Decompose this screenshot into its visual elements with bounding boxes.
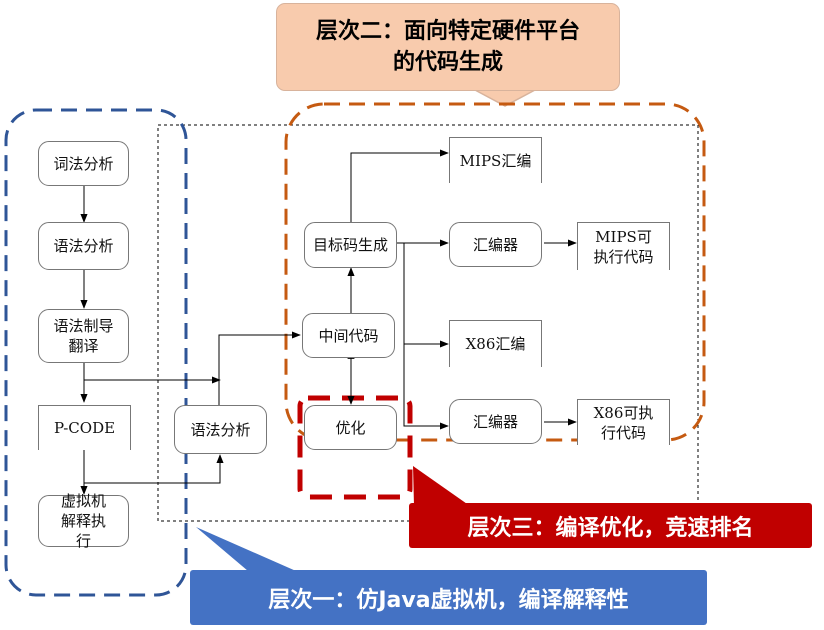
level2-callout-line1: 层次二：面向特定硬件平台 [315,19,580,44]
syntax-analysis-box: 语法分析 [38,222,129,270]
x86-assembly-box: X86汇编 [449,320,542,367]
mips-executable-box: MIPS可执行代码 [577,222,670,270]
callout-right-pointer [413,466,470,506]
intermediate-code-box: 中间代码 [302,313,395,358]
level2-callout-line2: 的代码生成 [392,50,503,75]
level2-callout: 层次二：面向特定硬件平台 的代码生成 [276,3,620,91]
level3-callout-text: 层次三：编译优化，竞速排名 [467,515,754,541]
callout-bottom-pointer [196,527,296,571]
assembler-1-box: 汇编器 [449,222,542,267]
level2-frame [284,102,706,442]
level1-callout-text: 层次一：仿Java虚拟机，编译解释性 [268,587,629,613]
pcode-box: P-CODE [38,405,131,450]
target-code-generation-box: 目标码生成 [304,222,397,268]
virtual-machine-box: 虚拟机解释执行 [38,492,129,550]
level1-callout: 层次一：仿Java虚拟机，编译解释性 [190,570,707,625]
level3-frame [297,395,413,500]
x86-executable-box: X86可执行代码 [577,399,670,445]
mips-assembly-box: MIPS汇编 [449,137,542,183]
system-boundary-frame [157,124,699,522]
callout-top-pointer [475,90,535,106]
lexical-analysis-box: 词法分析 [38,141,129,186]
optimization-box: 优化 [304,405,397,450]
syntax-analysis-middle-box: 语法分析 [174,405,267,454]
assembler-2-box: 汇编器 [449,399,542,444]
syntax-directed-translation-box: 语法制导翻译 [38,309,129,363]
level1-frame [4,108,188,597]
level3-callout: 层次三：编译优化，竞速排名 [409,503,812,548]
